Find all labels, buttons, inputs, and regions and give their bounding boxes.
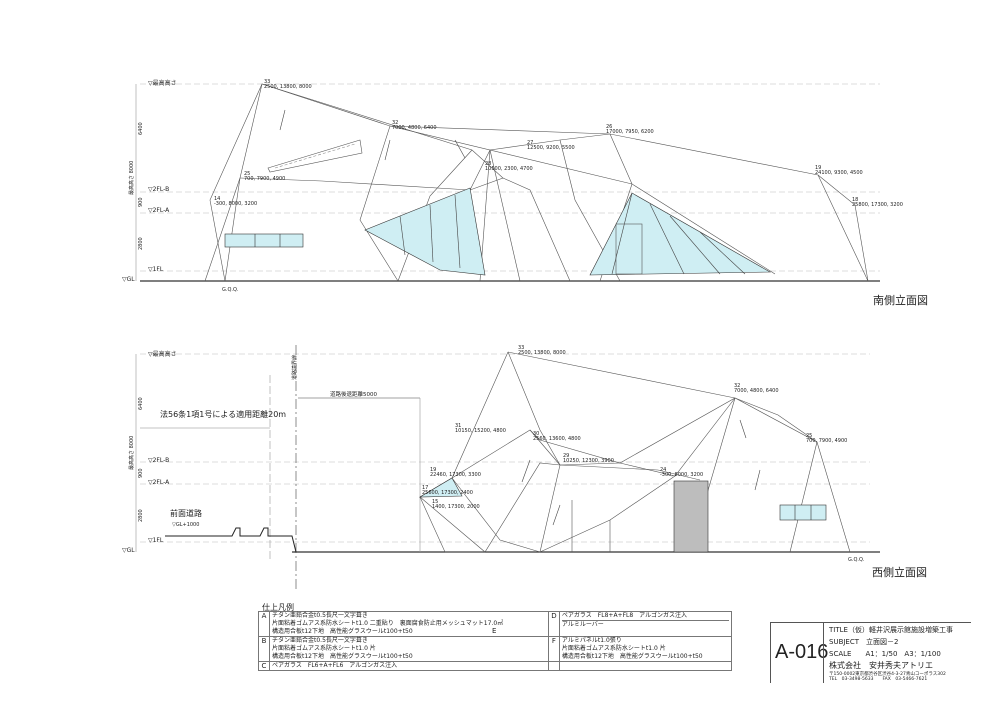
south-level-max: ▽最高高さ xyxy=(148,80,177,87)
west-level-1fl: ▽1FL xyxy=(148,537,164,544)
legend-cell: チタン亜鉛合金t0.5長尺一文字葺き 片面粘着ゴムアス系防水シートt1.0 片 … xyxy=(269,636,549,662)
rule-label: 法56条1項1号による適用距離20m xyxy=(160,410,287,419)
south-window-strip xyxy=(224,233,304,248)
west-point-tag: 24-300, 8000, 3200 xyxy=(660,467,704,478)
south-dim-900: 900 xyxy=(138,197,144,207)
west-elevation-caption: 西側立面図 xyxy=(872,566,927,579)
legend-key: F xyxy=(547,636,560,662)
legend-key: D xyxy=(547,611,560,637)
legend-key-e: E xyxy=(492,627,497,635)
south-glass-right xyxy=(589,192,772,276)
west-level-2flb: ▽2FL-B xyxy=(148,457,170,464)
west-glass-small xyxy=(418,477,463,498)
south-ground-label: G.Q.Q. xyxy=(222,287,239,293)
legend-cell: ペアガラス FL8+A+FL8 アルゴンガス注入 アルミルーバー xyxy=(558,611,733,637)
drawing-scale: SCALE A1：1/50 A3：1/100 xyxy=(829,650,941,658)
south-roof-outline xyxy=(204,83,869,282)
title-block: A-016 TITLE（仮）軽井沢展示館施設増築工事 SUBJECT 立面図－2… xyxy=(770,622,971,683)
west-dim-2800: 2800 xyxy=(138,509,144,522)
firm-name: 株式会社 安井秀夫アトリエ xyxy=(829,661,933,670)
drawing-subject: SUBJECT 立面図－2 xyxy=(829,638,899,646)
west-level-lines xyxy=(140,353,870,543)
south-dim-6400: 6400 xyxy=(138,122,144,135)
west-dim-6400: 6400 xyxy=(138,397,144,410)
south-level-2flb: ▽2FL-B xyxy=(148,186,170,193)
south-dim-2800: 2800 xyxy=(138,237,144,250)
west-roof-outline xyxy=(419,351,851,553)
legend-key: A xyxy=(258,611,270,637)
legend-cell: ペアガラス FL6+A+FL6 アルゴンガス注入 xyxy=(269,661,549,671)
boundary-label: 道路境界線 xyxy=(292,354,298,380)
west-level-2fla: ▽2FL-A xyxy=(148,479,170,486)
south-point-tag: 14-300, 8000, 3200 xyxy=(214,196,258,207)
south-glass-left xyxy=(364,187,486,276)
firm-phone: TEL 03-3498-5633 FAX 03-5466-7621 xyxy=(829,677,928,682)
south-level-gl: ▽GL xyxy=(122,276,135,283)
south-dim-total: 最高高さ 8000 xyxy=(129,160,135,195)
west-dim-total: 最高高さ 8000 xyxy=(129,435,135,470)
west-window xyxy=(779,504,827,521)
west-level-max: ▽最高高さ xyxy=(148,351,177,358)
south-level-1fl: ▽1FL xyxy=(148,266,164,273)
south-elevation-caption: 南側立面図 xyxy=(873,294,928,307)
drawing-code: A-016 xyxy=(775,641,829,663)
finish-legend: A チタン亜鉛合金t0.5長尺一文字葺き 片面粘着ゴムアス系防水シートt1.0 … xyxy=(258,611,733,671)
firm-address: 〒150-0002東京都渋谷区渋谷4-3-27青山コーポラス302 xyxy=(829,672,946,677)
west-level-gl: ▽GL xyxy=(122,547,135,554)
west-dim-900: 900 xyxy=(138,468,144,478)
legend-cell: チタン亜鉛合金t0.5長尺一文字葺き 片面粘着ゴムアス系防水シートt1.0 二重… xyxy=(269,611,549,637)
south-level-2fla: ▽2FL-A xyxy=(148,207,170,214)
road-profile xyxy=(165,527,297,553)
legend-title: 仕上凡例 xyxy=(262,603,294,612)
legend-key: C xyxy=(258,661,270,671)
road-level: ▽GL+1000 xyxy=(172,522,200,528)
legend-key: B xyxy=(258,636,270,662)
south-louver-panel xyxy=(267,139,363,173)
west-door-louver xyxy=(673,480,709,553)
west-ground-label: G.Q.Q. xyxy=(848,557,865,563)
road-label: 前面道路 xyxy=(170,509,202,518)
legend-cell: アルミパネルt1.0張り 片面粘着ゴムアス系防水シートt1.0 片 構造用合板t… xyxy=(558,636,733,662)
drawing-title: TITLE（仮）軽井沢展示館施設増築工事 xyxy=(829,626,953,634)
setback-label: 道路後退距離5000 xyxy=(330,392,377,398)
